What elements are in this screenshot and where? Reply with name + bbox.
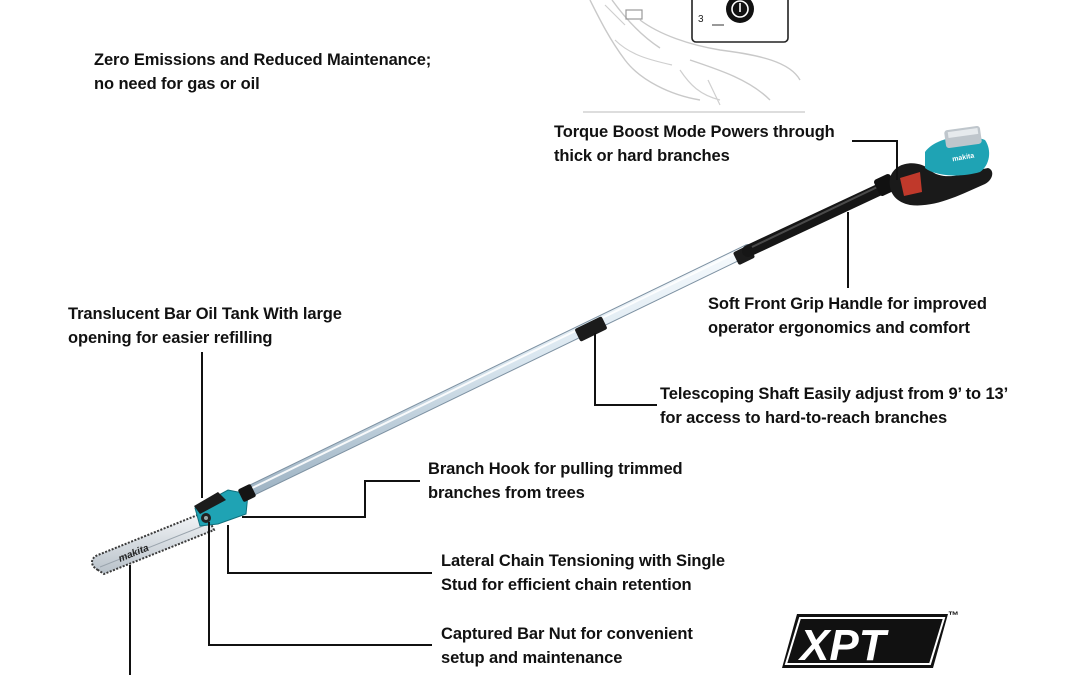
callout-line: branches from trees <box>428 484 585 502</box>
shaft-lock-collar <box>575 316 607 342</box>
leader-chain-tension <box>227 525 432 574</box>
motor-housing: makita <box>889 125 993 206</box>
guide-bar: makita <box>91 510 216 576</box>
callout-line: Zero Emissions and Reduced Maintenance; <box>94 51 432 69</box>
inset-handle-sketch <box>583 0 805 113</box>
callout-line: for access to hard-to-reach branches <box>660 409 948 427</box>
xpt-logo-text: XPT <box>797 621 889 670</box>
telescoping-shaft <box>240 244 754 499</box>
callout-line: Soft Front Grip Handle for improved <box>708 295 987 313</box>
callout-line: Stud for efficient chain retention <box>441 576 692 594</box>
saw-head <box>194 484 256 527</box>
leader-lines <box>129 140 898 675</box>
oil-tank <box>194 492 226 514</box>
callout-line: Torque Boost Mode Powers through <box>554 123 835 141</box>
callout-torque-boost: Torque Boost Mode Powers through thick o… <box>554 120 835 168</box>
motor-logo: makita <box>952 153 975 164</box>
callout-zero-emissions: Zero Emissions and Reduced Maintenance; … <box>94 48 431 96</box>
callout-line: Telescoping Shaft Easily adjust from 9’ … <box>660 385 1009 403</box>
callout-oil-tank: Translucent Bar Oil Tank With large open… <box>68 302 342 350</box>
leader-torque-boost <box>852 140 898 180</box>
front-grip-handle <box>742 174 906 257</box>
xpt-trademark: ™ <box>948 610 959 622</box>
callout-line: Translucent Bar Oil Tank With large <box>68 305 342 323</box>
leader-branch-hook <box>242 480 420 518</box>
callout-telescoping: Telescoping Shaft Easily adjust from 9’ … <box>660 382 1008 430</box>
xpt-logo: XPT <box>782 614 948 670</box>
callout-line: setup and maintenance <box>441 649 623 667</box>
callout-line: Lateral Chain Tensioning with Single <box>441 552 725 570</box>
callout-chain-tension: Lateral Chain Tensioning with Single Stu… <box>441 549 725 597</box>
callout-bar-nut: Captured Bar Nut for convenient setup an… <box>441 622 693 670</box>
callout-line: opening for easier refilling <box>68 329 273 347</box>
callout-line: Branch Hook for pulling trimmed <box>428 460 683 478</box>
inset-step-number: 3 <box>698 14 704 25</box>
leader-bar-nut <box>208 522 432 646</box>
leader-telescoping <box>594 333 657 406</box>
callout-line: thick or hard branches <box>554 147 730 165</box>
callout-line: no need for gas or oil <box>94 75 260 93</box>
callout-line: Captured Bar Nut for convenient <box>441 625 693 643</box>
callout-front-grip: Soft Front Grip Handle for improved oper… <box>708 292 987 340</box>
callout-line: operator ergonomics and comfort <box>708 319 970 337</box>
callout-branch-hook: Branch Hook for pulling trimmed branches… <box>428 457 683 505</box>
